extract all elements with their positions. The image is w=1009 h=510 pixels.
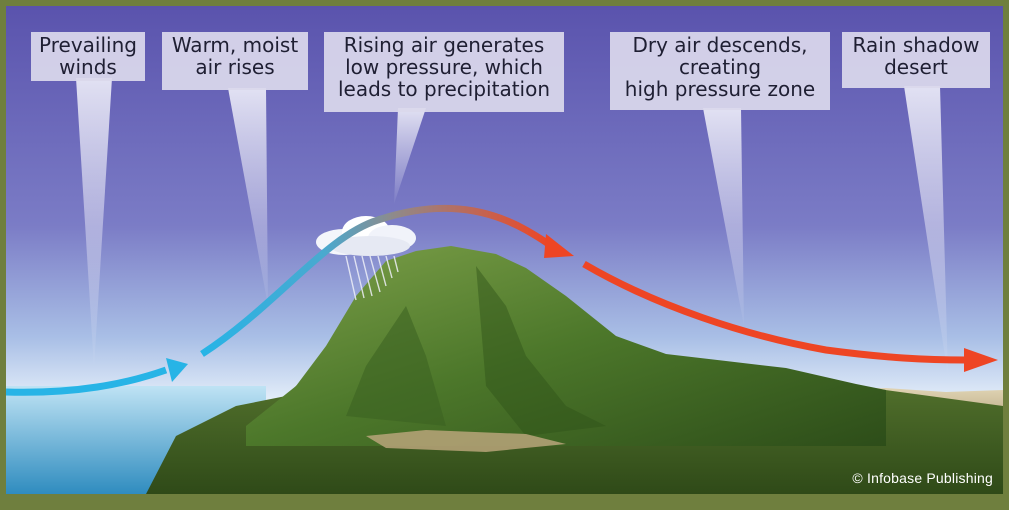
mountain-ridge — [476, 266, 606, 436]
pointer-warm-moist-air — [228, 88, 268, 306]
pointer-dry-air — [703, 108, 744, 326]
label-pointers — [76, 78, 948, 376]
label-dry-air: Dry air descends, creating high pressure… — [610, 32, 830, 110]
pointer-rising-air — [394, 108, 426, 204]
scene: Prevailing winds Warm, moist air rises R… — [6, 6, 1003, 494]
valley-ground — [366, 430, 566, 452]
wind-arrowhead-2 — [544, 234, 574, 258]
wind-arrow-segment-2 — [200, 204, 554, 357]
wind-arrowhead-1 — [166, 358, 188, 382]
copyright-credit: © Infobase Publishing — [852, 470, 993, 486]
label-prevailing-winds: Prevailing winds — [31, 32, 145, 81]
cloud-icon — [316, 216, 416, 256]
wind-arrowhead-3 — [964, 348, 998, 372]
wind-arrow-segment-3 — [582, 260, 967, 364]
label-warm-moist-air: Warm, moist air rises — [162, 32, 308, 90]
wind-arrow-segment-1 — [6, 366, 168, 396]
label-rain-shadow: Rain shadow desert — [842, 32, 990, 88]
wind-arrow-icon — [6, 204, 998, 396]
pointer-rain-shadow — [904, 86, 948, 376]
label-rising-air: Rising air generates low pressure, which… — [324, 32, 564, 112]
pointer-prevailing-winds — [76, 78, 112, 368]
rain-icon — [345, 255, 399, 301]
mountain-shadow — [346, 306, 446, 426]
